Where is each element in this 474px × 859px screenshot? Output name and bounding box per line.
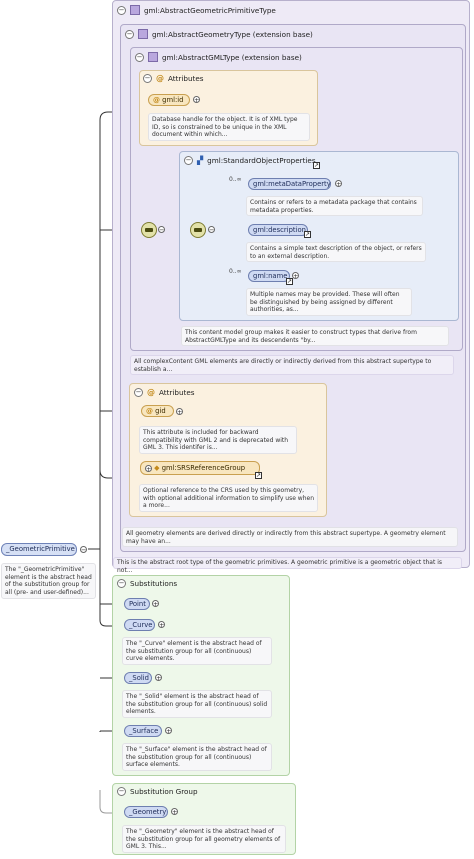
attribute-gid[interactable]: @ gid (141, 405, 174, 417)
group-doc: This content model group makes it easier… (181, 326, 449, 346)
occurrence-label: 0..∞ (229, 268, 242, 275)
element-name: Point (129, 600, 146, 608)
attributes-title: Attributes (168, 74, 204, 83)
attribute-doc: Database handle for the object. It is of… (148, 113, 310, 141)
expand-icon[interactable]: + (176, 408, 183, 416)
link-arrow-icon[interactable]: ↗ (313, 162, 320, 169)
attribute-group-srsreferencegroup[interactable]: + ◆ gml:SRSReferenceGroup (140, 461, 260, 475)
collapse-toggle-icon[interactable]: − (134, 388, 143, 397)
element-name: _Solid (129, 674, 149, 682)
element-name: _Geometry (129, 808, 167, 816)
element-name: _Surface (129, 727, 159, 735)
expand-icon[interactable]: + (165, 727, 172, 735)
collapse-toggle-icon[interactable]: − (117, 579, 126, 588)
complex-type-icon (138, 29, 148, 39)
element-name: _Curve (129, 621, 153, 629)
attributes-title: Attributes (159, 388, 195, 397)
complex-type-doc: This is the abstract root type of the ge… (113, 557, 462, 574)
root-element-geometricprimitive[interactable]: _GeometricPrimitive (1, 543, 77, 556)
substitution-group-geometry[interactable]: _Geometry (124, 806, 168, 818)
expand-icon[interactable]: + (158, 621, 165, 629)
link-arrow-icon[interactable]: ↗ (304, 231, 311, 238)
collapse-toggle-icon[interactable]: − (117, 787, 126, 796)
collapse-toggle-icon[interactable]: − (135, 52, 144, 62)
element-name: gml:name (253, 272, 288, 280)
substitution-doc: The "_Curve" element is the abstract hea… (122, 637, 272, 665)
substitution-curve[interactable]: _Curve (124, 619, 155, 631)
collapse-icon[interactable]: − (80, 546, 87, 554)
sequence-icon (190, 222, 206, 238)
element-doc: Contains a simple text description of th… (246, 242, 426, 262)
substitutions-title: Substitutions (130, 579, 178, 588)
group-icon: ▞ (197, 156, 204, 165)
substitution-doc: The "_Surface" element is the abstract h… (122, 743, 272, 771)
element-name-pill[interactable]: gml:name (248, 270, 290, 282)
occurrence-label: 0..∞ (229, 176, 242, 183)
substitution-group-title: Substitution Group (130, 787, 198, 796)
gml-type-doc: All complexContent GML elements are dire… (130, 355, 454, 375)
geometry-type-title: gml:AbstractGeometryType (extension base… (152, 29, 313, 39)
attribute-icon: @ (146, 407, 153, 415)
attribute-name: gid (155, 407, 166, 415)
collapse-toggle-icon[interactable]: − (117, 5, 126, 15)
attribute-gml-id[interactable]: @ gml:id (148, 94, 190, 106)
collapse-toggle-icon[interactable]: − (125, 29, 134, 39)
element-doc: Contains or refers to a metadata package… (246, 196, 423, 216)
gml-type-title: gml:AbstractGMLType (extension base) (162, 52, 302, 62)
substitution-group-doc: The "_Geometry" element is the abstract … (122, 825, 286, 853)
collapse-icon[interactable]: − (208, 226, 215, 234)
collapse-toggle-icon[interactable]: − (184, 156, 193, 165)
root-element-doc: The "_GeometricPrimitive" element is the… (1, 563, 96, 599)
element-metadataproperty[interactable]: gml:metaDataProperty (248, 178, 331, 190)
element-name: _GeometricPrimitive (6, 545, 75, 553)
expand-icon[interactable]: + (171, 808, 178, 816)
collapse-icon[interactable]: − (158, 226, 165, 234)
element-name: gml:description (253, 226, 306, 234)
complex-type-title: gml:AbstractGeometricPrimitiveType (144, 5, 276, 15)
substitution-surface[interactable]: _Surface (124, 725, 162, 737)
group-title: gml:StandardObjectProperties (207, 156, 316, 165)
attribute-doc: This attribute is included for backward … (139, 426, 297, 454)
attribute-icon: @ (156, 74, 164, 83)
expand-icon[interactable]: + (155, 674, 162, 682)
complex-type-icon (148, 52, 158, 62)
element-name: gml:metaDataProperty (253, 180, 331, 188)
substitution-solid[interactable]: _Solid (124, 672, 152, 684)
link-arrow-icon[interactable]: ↗ (255, 472, 262, 479)
substitution-point[interactable]: Point (124, 598, 150, 610)
expand-icon[interactable]: + (292, 272, 299, 280)
attribute-doc: Optional reference to the CRS used by th… (139, 484, 318, 512)
attribute-icon: @ (153, 96, 160, 104)
substitution-doc: The "_Solid" element is the abstract hea… (122, 690, 272, 718)
element-description[interactable]: gml:description (248, 224, 308, 236)
attribute-name: gml:id (162, 96, 184, 104)
complex-type-icon (130, 5, 140, 15)
expand-icon[interactable]: + (193, 96, 200, 104)
link-arrow-icon[interactable]: ↗ (286, 278, 293, 285)
sequence-icon (141, 222, 157, 238)
element-doc: Multiple names may be provided. These wi… (246, 288, 412, 316)
attribute-group-icon: ◆ (154, 464, 160, 472)
expand-icon[interactable]: + (335, 180, 342, 188)
expand-icon[interactable]: + (145, 465, 152, 473)
attribute-icon: @ (147, 388, 155, 397)
expand-icon[interactable]: + (152, 600, 159, 608)
collapse-toggle-icon[interactable]: − (143, 74, 152, 83)
attribute-group-name: gml:SRSReferenceGroup (161, 464, 246, 472)
geometry-type-doc: All geometry elements are derived direct… (122, 527, 458, 547)
